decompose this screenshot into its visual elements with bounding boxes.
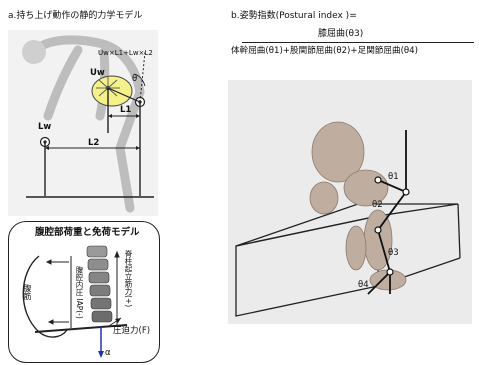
head-shape xyxy=(22,40,46,64)
mannequin-figure xyxy=(309,121,407,291)
static-model-panel: Uw×L1+Lw×L2 Uw θ L1 Lw L2 xyxy=(8,30,158,216)
l2-label: L2 xyxy=(88,138,100,148)
theta4-label: θ4 xyxy=(358,280,369,290)
theta1-label: θ1 xyxy=(388,172,399,182)
bending-figure-silhouette xyxy=(33,35,145,213)
pelvis-base-line xyxy=(34,324,128,333)
iap-label: 腹腔内圧 IAP(-) xyxy=(75,266,84,319)
erector-spinae-label: 脊柱起立筋力(+) xyxy=(124,250,133,308)
fraction-bar xyxy=(242,42,474,43)
panel-c-title: 腹腔部荷重と免荷モデル xyxy=(35,227,140,238)
abdominal-load-panel: 腹腔部荷重と免荷モデル 脊柱起立筋力(+) 腹 xyxy=(8,221,160,363)
lw-label: Lw xyxy=(38,122,52,132)
abdominal-model-diagram xyxy=(22,245,128,358)
l1-label: L1 xyxy=(120,105,132,115)
postural-index-numerator: 膝屈曲(θ3) xyxy=(318,29,364,39)
static-model-diagram xyxy=(22,35,154,213)
joint-markers xyxy=(374,176,410,276)
moment-formula: Uw×L1+Lw×L2 xyxy=(98,49,153,57)
posture-photo-panel: θ1 θ2 θ3 θ4 xyxy=(228,80,472,324)
panel-b-title: b.姿勢指数(Postural index )= xyxy=(231,11,357,21)
abdominal-muscle-label: 腹筋 xyxy=(23,284,32,300)
alpha-label: α xyxy=(105,348,111,358)
panel-a-title: a.持ち上げ動作の静的力学モデル xyxy=(8,11,143,21)
uw-label: Uw xyxy=(90,68,105,78)
postural-index-denominator: 体幹屈曲(θ1)+股関節屈曲(θ2)+足関節屈曲(θ4) xyxy=(231,46,419,56)
vertebral-column xyxy=(86,245,113,323)
theta3-label: θ3 xyxy=(388,248,399,258)
theta2-label: θ2 xyxy=(372,200,383,210)
theta-label: θ xyxy=(132,74,138,84)
compression-force-label: 圧迫力(F) xyxy=(113,326,151,336)
posture-diagram xyxy=(235,121,461,317)
